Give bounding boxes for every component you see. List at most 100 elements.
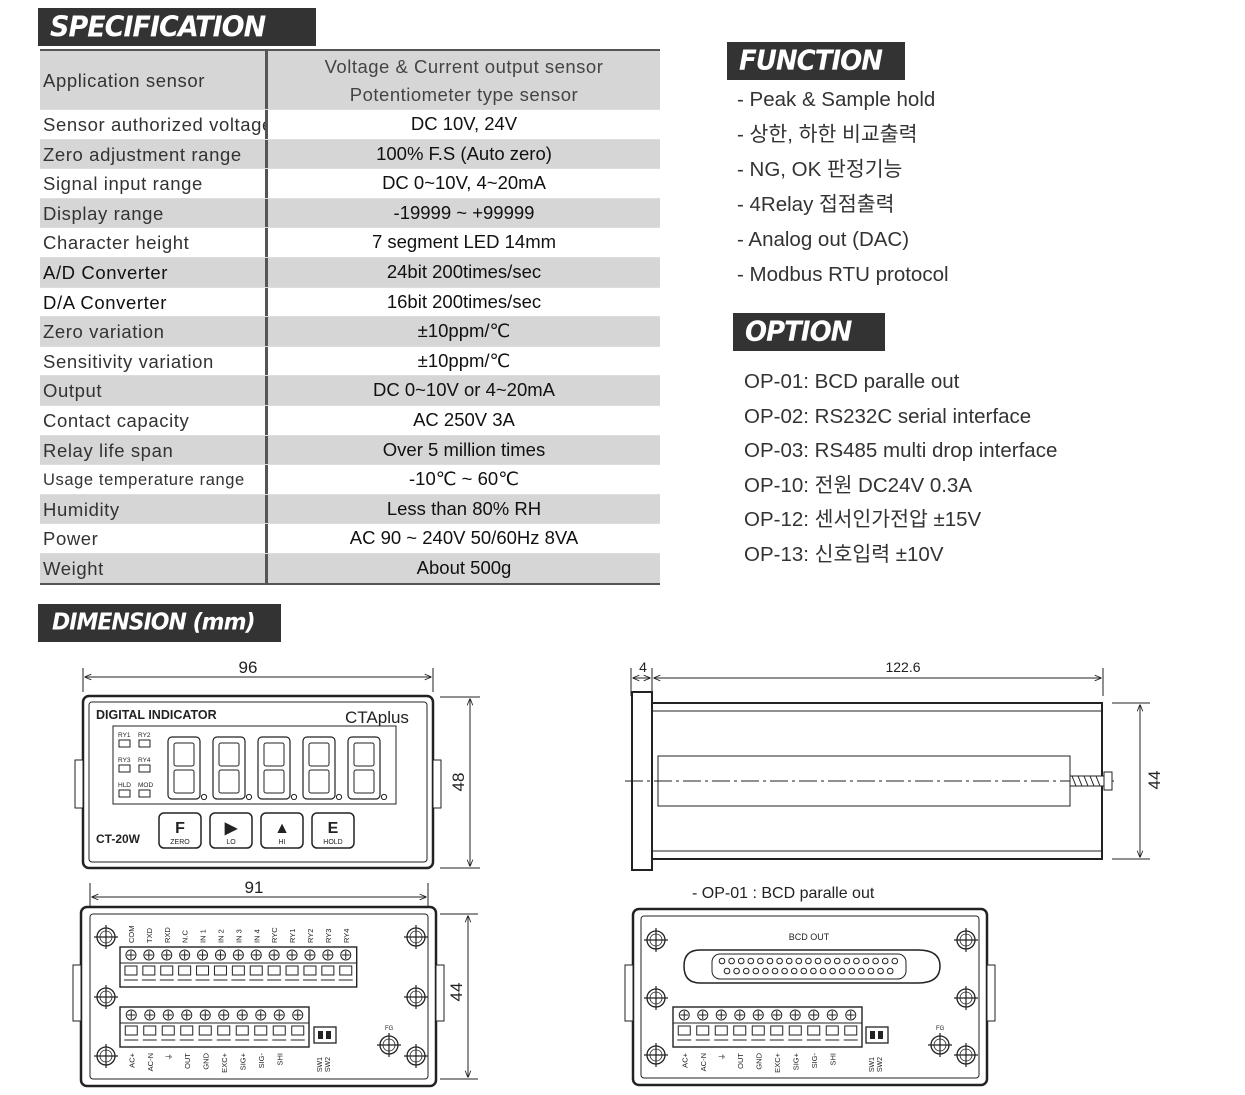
spec-label: Zero adjustment range: [40, 139, 268, 169]
connector-pin: [824, 957, 831, 965]
terminal-label: ⏚: [164, 1053, 173, 1061]
spec-label: Display range: [40, 198, 268, 228]
screw-icon: [404, 1044, 428, 1068]
spec-label: Usage temperature range: [40, 465, 268, 494]
terminal-label: AC-N: [699, 1053, 708, 1071]
side-flange-dim: 4: [639, 659, 647, 675]
device-title: DIGITAL INDICATOR: [96, 708, 217, 722]
spec-label: A/D Converter: [40, 257, 268, 287]
key-hi-button[interactable]: ▲HI: [260, 812, 304, 849]
option-item: OP-03: RS485 multi drop interface: [744, 439, 1058, 462]
spec-value: DC 0~10V or 4~20mA: [372, 379, 556, 401]
terminal-label: AC+: [127, 1052, 136, 1067]
terminal-label: TXD: [145, 927, 154, 943]
connector-pin: [867, 967, 875, 975]
connector-pin: [718, 957, 726, 965]
spec-value: ±10ppm/℃: [417, 320, 511, 342]
option-item: OP-10: 전원 DC24V 0.3A: [744, 473, 973, 497]
seven-segment-digit: [212, 736, 253, 801]
connector-pin: [829, 967, 836, 975]
connector-pin: [805, 957, 812, 965]
connector-pin: [737, 957, 745, 965]
spec-label: Sensor authorized voltage: [40, 110, 268, 139]
model-label: CT-20W: [96, 832, 141, 846]
dimension-header: DIMENSION (mm): [38, 604, 281, 642]
key-lo-button[interactable]: ▶ LO: [209, 812, 253, 849]
spec-row: Zero variation±10ppm/℃: [40, 317, 660, 347]
terminal-label: SIG-: [257, 1053, 266, 1069]
connector-pin: [742, 967, 750, 975]
terminal-label: AC+: [680, 1052, 689, 1067]
connector-pin: [848, 967, 856, 975]
switch-label: SW2: [325, 1057, 332, 1072]
specification-header: SPECIFICATION: [38, 8, 316, 46]
connector-pin: [891, 957, 899, 965]
connector-pin: [776, 957, 783, 965]
rear-view-op01: - OP-01 : BCD paralle out BCD OUT AC+AC-…: [624, 885, 996, 1087]
led-indicator: [118, 739, 131, 748]
spec-row: Display range-19999 ~ +99999: [40, 198, 660, 229]
terminal-label: IN 4: [252, 929, 261, 943]
terminal-label: N.C: [181, 930, 190, 944]
key-symbol: ▶: [224, 820, 238, 837]
terminal-label: SIG+: [791, 1052, 800, 1070]
seven-segment-digit: [167, 736, 208, 801]
screw-icon: [94, 1044, 118, 1068]
connector-pin: [728, 957, 735, 965]
spec-value: Less than 80% RH: [386, 497, 542, 519]
side-height-dim: 44: [1145, 771, 1164, 790]
function-item: - Peak & Sample hold: [737, 88, 936, 111]
screw-icon: [94, 925, 118, 949]
key-symbol: F: [175, 820, 185, 837]
screw-icon: [644, 928, 668, 952]
screw-icon: [954, 986, 978, 1010]
key-symbol: E: [328, 820, 339, 837]
brand-logo: CTAplus: [345, 708, 409, 727]
screw-icon: [644, 986, 668, 1010]
seven-segment-digit: [302, 736, 343, 801]
switch-label: SW1: [317, 1057, 324, 1072]
terminal-label: IN 3: [234, 929, 243, 943]
key-label: LO: [226, 839, 236, 846]
switch-label: SW2: [877, 1057, 884, 1072]
connector-pin: [877, 967, 884, 975]
seven-segment-digit: [257, 736, 298, 801]
spec-value: Over 5 million times: [382, 438, 546, 460]
terminal-label: SHI: [275, 1053, 284, 1066]
terminal-label: RY2: [306, 929, 315, 943]
fg-label: FG: [385, 1026, 394, 1032]
function-item: - Analog out (DAC): [737, 228, 910, 251]
switch-label: SW1: [869, 1057, 876, 1072]
connector-pin: [723, 967, 731, 975]
terminal-label: IN 2: [216, 929, 225, 943]
led-label: RY3: [118, 757, 131, 764]
terminal-label: GND: [754, 1052, 763, 1069]
terminal-label: COM: [127, 926, 136, 944]
connector-pin: [766, 957, 774, 965]
connector-pin: [747, 957, 755, 965]
connector-pin: [833, 957, 841, 965]
terminal-label: RY4: [342, 929, 351, 943]
connector-pin: [771, 967, 779, 975]
screw-icon: [404, 925, 428, 949]
screw-icon: [94, 985, 118, 1009]
